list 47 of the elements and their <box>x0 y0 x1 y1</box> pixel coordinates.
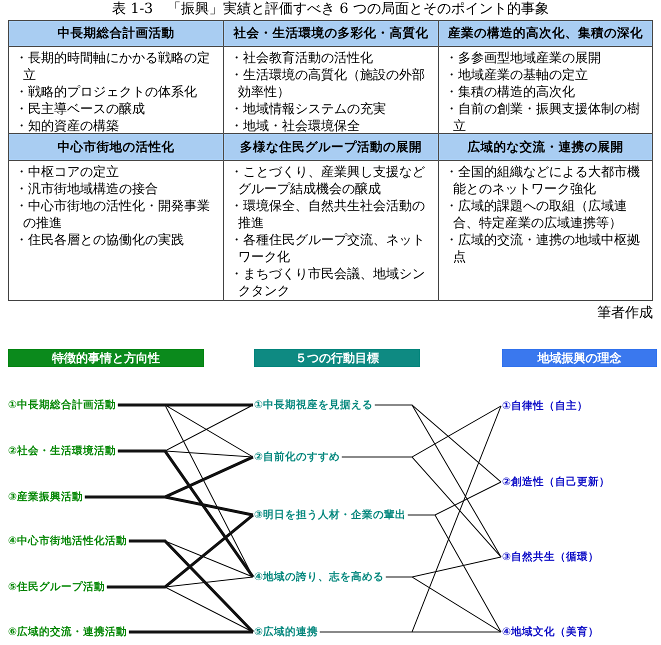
connector-line <box>106 514 254 588</box>
header-cell: 社会・生活環境の多彩化・高質化 <box>223 20 439 47</box>
table-title: 表 1-3 「振興」実績と評価すべき 6 つの局面とそのポイント的事象 <box>111 1 550 18</box>
connector-line <box>118 450 254 578</box>
list-item: ・地域産業の基軸の定立 <box>445 67 589 84</box>
header-cell: 産業の構造的高次化、集積の深化 <box>438 20 653 47</box>
list-item: ・社会教育活動の活性化 <box>230 50 374 67</box>
connector-line <box>374 404 502 558</box>
list-item: ・中心市街地の活性化・開発事業の推進 <box>15 198 211 232</box>
list-item: ・集積の構造的高次化 <box>445 84 576 101</box>
connector-line <box>341 456 502 558</box>
list-item: ・長期的時間軸にかかる戦略の定立 <box>15 50 211 84</box>
connector-line <box>106 586 254 632</box>
list-item: ・地域・社会環境保全 <box>230 118 361 135</box>
list-item: ・中枢コアの定立 <box>15 164 120 181</box>
connector-line <box>407 514 502 632</box>
connector-line <box>118 404 253 406</box>
list-item: ・広域的交流・連携の地域中枢拠点 <box>445 232 641 266</box>
list-item: ・地域情報システムの充実 <box>230 101 387 118</box>
list-item: ・広域的課題への取組（広域連合、特定産業の広域連携等） <box>445 198 628 232</box>
heading-bar: 特徴的事情と方向性 <box>8 349 204 367</box>
header-cell: 中心市街地の活性化 <box>8 133 224 161</box>
list-item: ・環境保全、自然共生社会活動の推進 <box>230 198 426 232</box>
connector-line <box>128 630 253 634</box>
list-item: ・戦略的プロジェクトの体系化 <box>15 84 198 101</box>
heading-bar: 地域振興の理念 <box>502 349 657 367</box>
list-item: ・ことづくり、産業興し支援などグループ結成機会の醸成 <box>230 164 426 198</box>
table-cell <box>438 160 653 301</box>
list-item: ・多参画型地域産業の展開 <box>445 50 602 67</box>
list-item: ・住民各層との協働化の実践 <box>15 232 185 249</box>
connector-line <box>385 576 502 632</box>
list-item: ・生活環境の高質化（施設の外部効率性） <box>230 67 426 101</box>
source-note: 筆者作成 <box>597 304 653 322</box>
list-item: ・知的資産の構築 <box>15 118 120 135</box>
list-item: ・まちづくり市民会議、地域シンクタンク <box>230 266 426 300</box>
connector-line <box>84 496 254 516</box>
list-item: ・各種住民グループ交流、ネットワーク化 <box>230 232 426 266</box>
header-cell: 中長期総合計画活動 <box>8 20 224 47</box>
table-cell <box>8 160 224 301</box>
heading-bar: ５つの行動目標 <box>254 349 420 367</box>
list-item: ・自前の創業・振興支援体制の樹立 <box>445 101 641 135</box>
list-item: ・全国的組織などによる大都市機能とのネットワーク強化 <box>445 164 641 198</box>
header-cell: 多様な住民グループ活動の展開 <box>223 133 439 161</box>
connector-line <box>128 540 254 634</box>
header-cell: 広域的な交流・連携の展開 <box>438 133 653 161</box>
list-item: ・民主導ベースの醸成 <box>15 101 146 118</box>
list-item: ・汎市街地域構造の接合 <box>15 181 159 198</box>
